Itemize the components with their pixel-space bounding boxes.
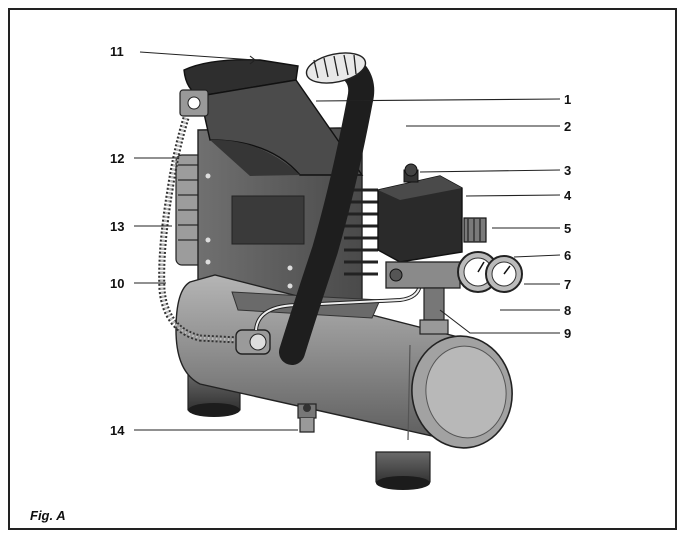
tank (175, 274, 513, 449)
callout-5: 5 (564, 221, 571, 236)
drain-valve (297, 403, 317, 433)
callout-8: 8 (564, 303, 571, 318)
callout-3: 3 (564, 163, 571, 178)
callout-14: 14 (110, 423, 125, 438)
pressure-switch (377, 163, 463, 263)
callout-1: 1 (564, 92, 571, 107)
callout-9: 9 (564, 326, 571, 341)
front-left-foot (375, 451, 431, 490)
callout-2: 2 (564, 119, 571, 134)
cover (183, 59, 364, 176)
check-valve (235, 329, 271, 355)
callout-7: 7 (564, 277, 571, 292)
leader-lines (134, 51, 561, 431)
callout-13: 13 (110, 219, 124, 234)
figure-caption: Fig. A (30, 508, 66, 523)
outlet-pressure-gauge (485, 255, 523, 293)
callout-10: 10 (110, 276, 124, 291)
manifold (385, 261, 461, 335)
callout-6: 6 (564, 248, 571, 263)
regulator-knob (463, 217, 487, 243)
callout-4: 4 (564, 188, 572, 203)
callout-11: 11 (110, 44, 124, 59)
callout-12: 12 (110, 151, 124, 166)
handle (279, 52, 375, 365)
figure-frame (8, 8, 677, 530)
coiled-hose (158, 89, 239, 344)
